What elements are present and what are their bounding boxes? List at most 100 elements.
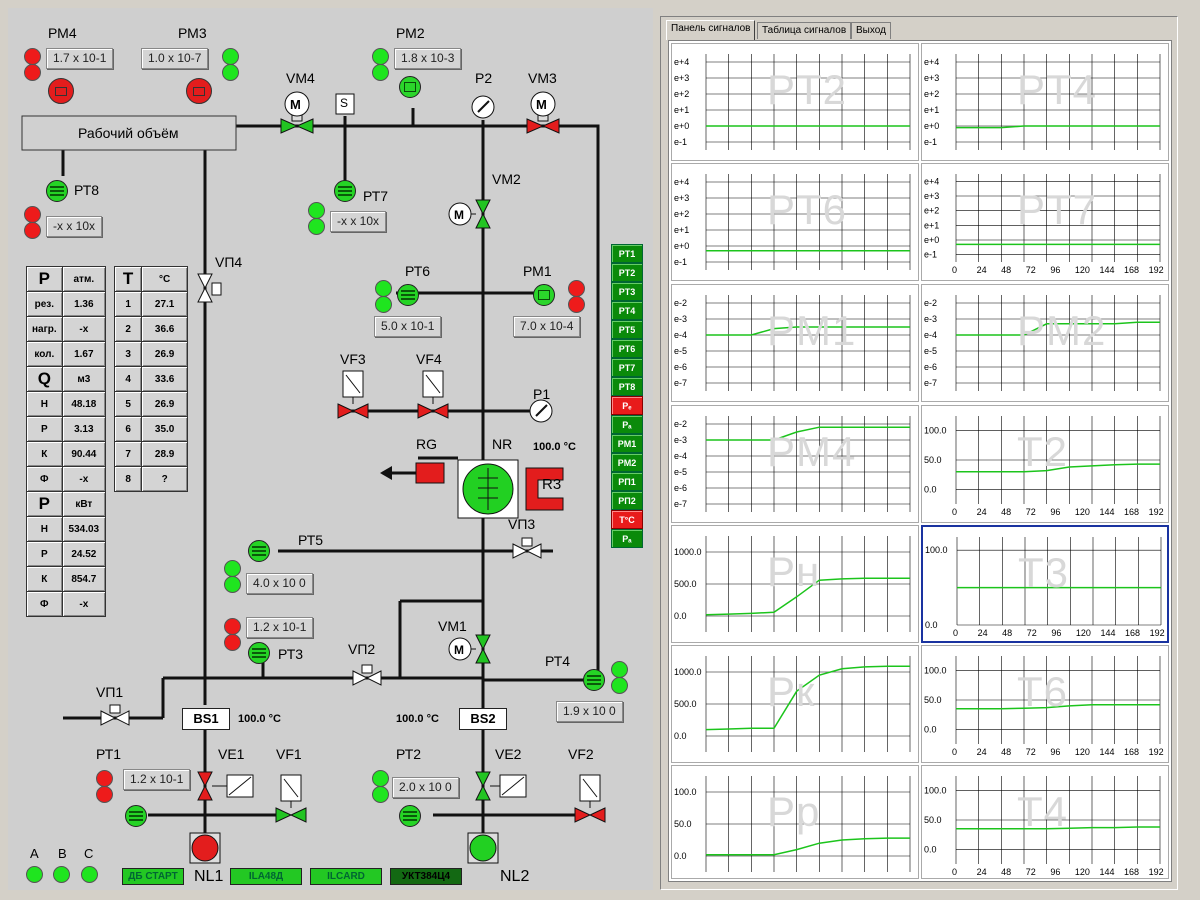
pt4-sensor-icon[interactable]: [583, 669, 605, 691]
r3-label: R3: [542, 476, 562, 493]
pt7-status-top: [308, 202, 325, 219]
signal-item[interactable]: PT8: [611, 377, 643, 396]
vf3-valve[interactable]: [337, 370, 369, 419]
bs1-temperature: 100.0 °C: [238, 713, 281, 725]
pt8-sensor-icon[interactable]: [46, 180, 68, 202]
pt6-sensor-icon[interactable]: [397, 284, 419, 306]
pt5-sensor-icon[interactable]: [248, 540, 270, 562]
series-line: [956, 321, 1160, 336]
temperature-row-cell: 26.9: [141, 341, 188, 367]
nl1-pump[interactable]: [189, 832, 221, 864]
ukt384c4-button[interactable]: УКТ384Ц4: [390, 868, 462, 885]
plot-title: T3: [1018, 549, 1070, 596]
signal-item[interactable]: PT3: [611, 282, 643, 301]
signal-item[interactable]: PT4: [611, 301, 643, 320]
vm1-valve[interactable]: [475, 634, 491, 664]
vf2-valve[interactable]: [433, 774, 606, 823]
vp4-valve[interactable]: [197, 273, 222, 303]
pt7-sensor-icon[interactable]: [334, 180, 356, 202]
y-tick-label: 500.0: [674, 579, 697, 589]
nl2-pump[interactable]: [467, 832, 499, 864]
signal-item[interactable]: PM2: [611, 453, 643, 472]
plot-title: PT6: [767, 186, 848, 233]
vm2-valve[interactable]: [475, 199, 491, 229]
signal-item[interactable]: Pₐ: [611, 415, 643, 434]
pm2-label: РМ2: [396, 25, 425, 41]
nr-reactor[interactable]: [457, 459, 519, 519]
tab-output[interactable]: Выход: [851, 22, 891, 39]
ve1-valve[interactable]: [197, 771, 254, 801]
signal-item[interactable]: PT6: [611, 339, 643, 358]
y-tick-label: e-3: [674, 435, 687, 445]
pm1-sensor-icon[interactable]: [533, 284, 555, 306]
x-tick-label: 144: [1100, 628, 1115, 638]
x-tick-label: 72: [1026, 265, 1036, 275]
signal-item[interactable]: PT2: [611, 263, 643, 282]
y-tick-label: e-2: [674, 419, 687, 429]
signal-item[interactable]: PM1: [611, 434, 643, 453]
series-line: [706, 326, 910, 336]
pt1-sensor-icon[interactable]: [125, 805, 147, 827]
y-tick-label: 100.0: [924, 666, 947, 676]
db-start-button[interactable]: ДБ СТАРТ: [122, 868, 184, 885]
power-row: Ф-x: [26, 591, 107, 617]
temperature-row-cell: 6: [113, 416, 143, 442]
signal-item[interactable]: PT7: [611, 358, 643, 377]
x-tick-label: 96: [1050, 507, 1060, 517]
x-tick-label: 72: [1026, 867, 1036, 877]
temperature-row-cell: 27.1: [141, 291, 188, 317]
tab-signal-table[interactable]: Таблица сигналов: [757, 22, 852, 39]
ila48d-button[interactable]: ILA48Д: [230, 868, 302, 885]
vp2-valve[interactable]: [352, 664, 382, 686]
plot-title: PM4: [767, 428, 857, 475]
pt3-status-top: [224, 618, 241, 635]
pt1-status-top: [96, 770, 113, 787]
pm3-sensor-icon[interactable]: [186, 78, 212, 104]
y-tick-label: e-1: [924, 137, 937, 147]
bs1-box[interactable]: BS1: [182, 708, 230, 730]
pm2-sensor-icon[interactable]: [399, 76, 421, 98]
vp1-valve[interactable]: [100, 704, 130, 726]
vp3-valve[interactable]: [512, 537, 542, 559]
x-tick-label: 48: [1001, 747, 1011, 757]
bs2-box[interactable]: BS2: [459, 708, 507, 730]
signal-item[interactable]: Pₐ: [611, 529, 643, 548]
vf4-valve[interactable]: [417, 370, 449, 419]
signal-item[interactable]: PП1: [611, 472, 643, 491]
vf1-valve[interactable]: [148, 774, 307, 823]
rg-regulator[interactable]: [415, 462, 445, 484]
signal-item[interactable]: PП2: [611, 491, 643, 510]
pt2-sensor-icon[interactable]: [399, 805, 421, 827]
tab-signal-panel[interactable]: Панель сигналов: [666, 20, 756, 40]
r3-heater[interactable]: [525, 467, 564, 511]
pm1-value: 7.0 x 10-4: [513, 316, 581, 337]
plot-title: PT2: [767, 66, 848, 113]
y-tick-label: e+2: [674, 209, 689, 219]
y-tick-label: e-4: [674, 451, 687, 461]
signal-item[interactable]: PT5: [611, 320, 643, 339]
ilcard-button[interactable]: ILCARD: [310, 868, 382, 885]
ve2-valve[interactable]: [475, 771, 527, 801]
vm4-motor-icon: M: [284, 91, 310, 117]
temperature-row: 8?: [113, 466, 188, 492]
pt3-sensor-icon[interactable]: [248, 642, 270, 664]
signal-item[interactable]: Pₑ: [611, 396, 643, 415]
signal-item[interactable]: PT1: [611, 244, 643, 263]
pm4-sensor-icon[interactable]: [48, 78, 74, 104]
signal-item[interactable]: T°C: [611, 510, 643, 529]
